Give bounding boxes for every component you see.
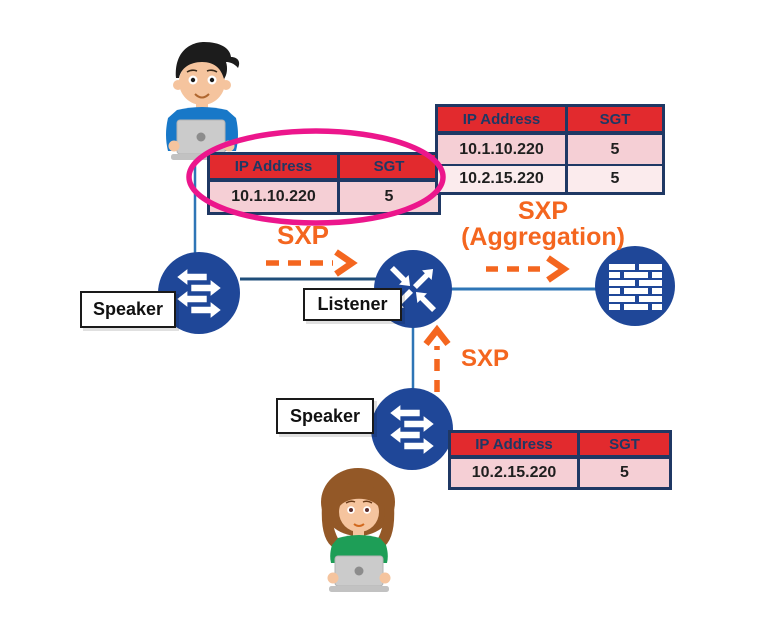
woman-brow-right <box>362 500 373 504</box>
listener-label: Listener <box>303 288 402 321</box>
woman-pupil-right <box>365 508 369 512</box>
sxp-annotation-left: SXP <box>276 220 330 250</box>
firewall-bricks <box>609 264 662 310</box>
table-header-cell: SGT <box>568 107 662 135</box>
woman-hand-right <box>379 572 391 584</box>
woman-laptop-logo <box>354 566 364 576</box>
table-cell: 10.1.10.220 <box>210 182 340 212</box>
sxp-annotation-bottom: SXP <box>460 345 510 372</box>
sxp-aggregation-arrow <box>486 255 570 283</box>
speaker2-node-circle <box>371 388 453 470</box>
table-header-cell: IP Address <box>438 107 568 135</box>
switch-icon <box>371 388 453 470</box>
man-pupil-left <box>190 77 196 83</box>
mapping-table-aggregated: IP Address SGT 10.1.10.220 5 10.2.15.220… <box>435 104 665 195</box>
woman-hair-right <box>372 505 395 548</box>
woman-neck <box>353 528 364 538</box>
table-cell: 5 <box>568 135 662 164</box>
magenta-ellipse-highlight <box>186 128 446 226</box>
man-brow-right <box>206 69 218 73</box>
man-pupil-right <box>209 77 215 83</box>
table-cell: 5 <box>580 459 669 487</box>
speaker2-label: Speaker <box>276 398 374 434</box>
table-header-cell: IP Address <box>451 433 580 459</box>
speaker1-node-circle <box>158 252 240 334</box>
mapping-table-bottom: IP Address SGT 10.2.15.220 5 <box>448 430 672 490</box>
woman-pupil-left <box>349 508 353 512</box>
woman-laptop-base <box>329 586 389 592</box>
table-cell: 10.2.15.220 <box>451 459 580 487</box>
woman-hand-left <box>327 572 339 584</box>
table-header-cell: SGT <box>580 433 669 459</box>
firewall-icon <box>595 246 675 326</box>
man-laptop-logo <box>196 132 206 142</box>
woman-smile <box>353 523 365 527</box>
table-header-cell: IP Address <box>210 155 340 182</box>
switch-icon <box>158 252 240 334</box>
sxp-aggregation-annotation: SXP (Aggregation) <box>458 198 628 250</box>
table-header-cell: SGT <box>340 155 438 182</box>
man-smile <box>194 93 210 99</box>
mapping-table-circled: IP Address SGT 10.1.10.220 5 <box>207 152 441 215</box>
man-hand-left <box>168 140 180 152</box>
man-hair <box>175 42 240 79</box>
woman-bangs <box>339 481 379 507</box>
sxp-aggregation-line1: SXP <box>517 197 569 225</box>
table-cell: 10.1.10.220 <box>438 135 568 164</box>
listener-label-text: Listener <box>317 294 388 314</box>
woman-brow-left <box>345 500 356 504</box>
sxp-arrow-up <box>423 324 451 392</box>
speaker1-label: Speaker <box>80 291 176 328</box>
speaker2-label-text: Speaker <box>289 405 361 426</box>
woman-hair-left <box>321 505 344 548</box>
table-cell: 5 <box>568 164 662 192</box>
sxp-arrow-left <box>266 249 358 277</box>
man-with-laptop-illustration <box>166 42 240 160</box>
table-cell: 5 <box>340 182 438 212</box>
man-brow-left <box>186 69 198 73</box>
speaker1-label-text: Speaker <box>92 299 164 319</box>
sxp-aggregation-line2: (Aggregation) <box>461 223 625 251</box>
table-cell: 10.2.15.220 <box>438 164 568 192</box>
woman-with-laptop-illustration <box>321 468 395 592</box>
